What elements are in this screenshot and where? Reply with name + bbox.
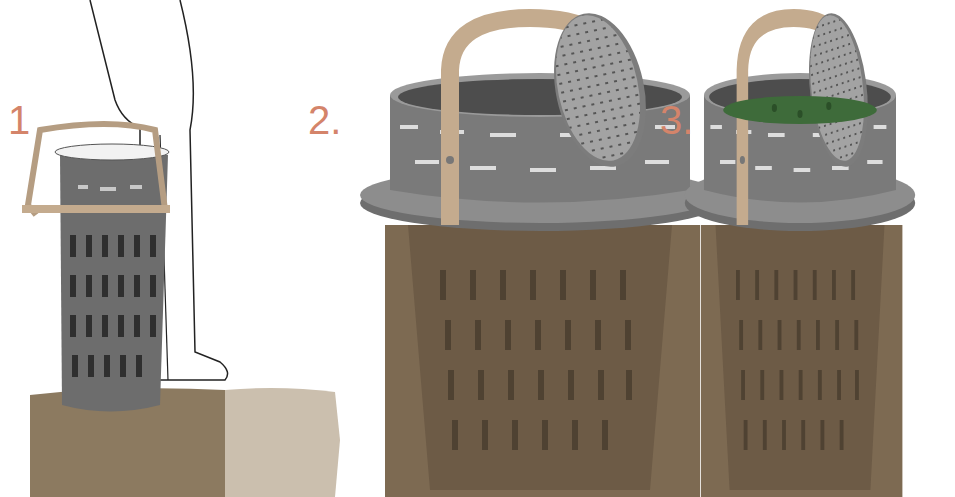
step-one-scene: [22, 0, 340, 497]
step-three-scene: [685, 5, 915, 497]
step-number: 3.: [660, 100, 693, 140]
step-number: 1: [8, 100, 30, 140]
step-number: 2.: [308, 100, 341, 140]
step-two-scene: [360, 5, 720, 497]
